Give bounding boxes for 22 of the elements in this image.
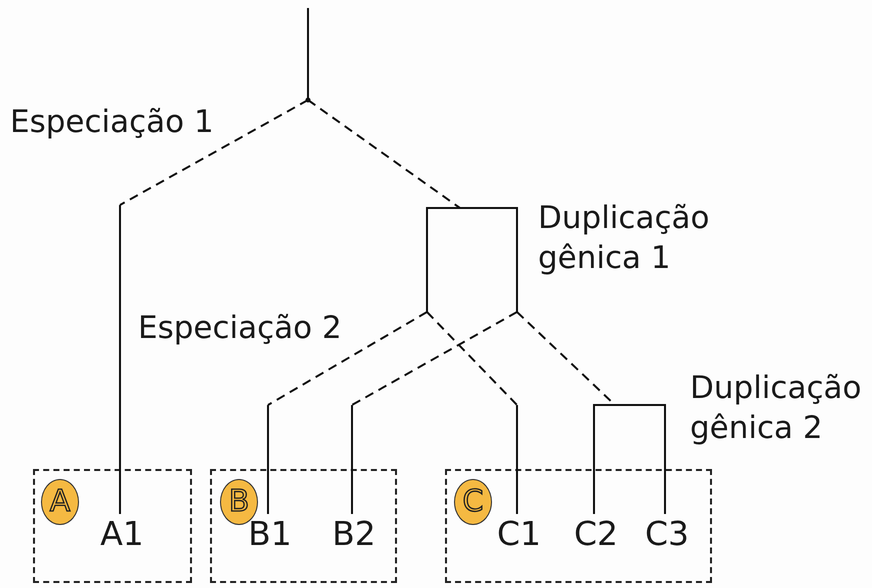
branch-line [307, 99, 461, 209]
species-marker: A [41, 479, 79, 525]
branch-line [593, 444, 595, 514]
gene-label: C1 [496, 516, 542, 552]
gene-label: C3 [644, 516, 690, 552]
species-group-box [33, 469, 192, 583]
gene-label: A1 [99, 516, 145, 552]
branch-line [267, 311, 428, 514]
species-group-box [210, 469, 397, 583]
branch-line [664, 444, 666, 514]
gene-label: B2 [331, 516, 377, 552]
event-label: Especiação 1 [10, 103, 214, 142]
branch-line [351, 311, 518, 514]
gene-label: C2 [572, 516, 620, 552]
event-label: Duplicação gênica 1 [538, 199, 710, 278]
species-group-box [445, 469, 712, 583]
species-marker: C [454, 479, 492, 525]
branch-line [119, 99, 308, 514]
event-label: Especiação 2 [138, 309, 342, 348]
root-line [307, 8, 309, 100]
event-label: Duplicação gênica 2 [690, 369, 862, 448]
branch-line [426, 311, 518, 514]
